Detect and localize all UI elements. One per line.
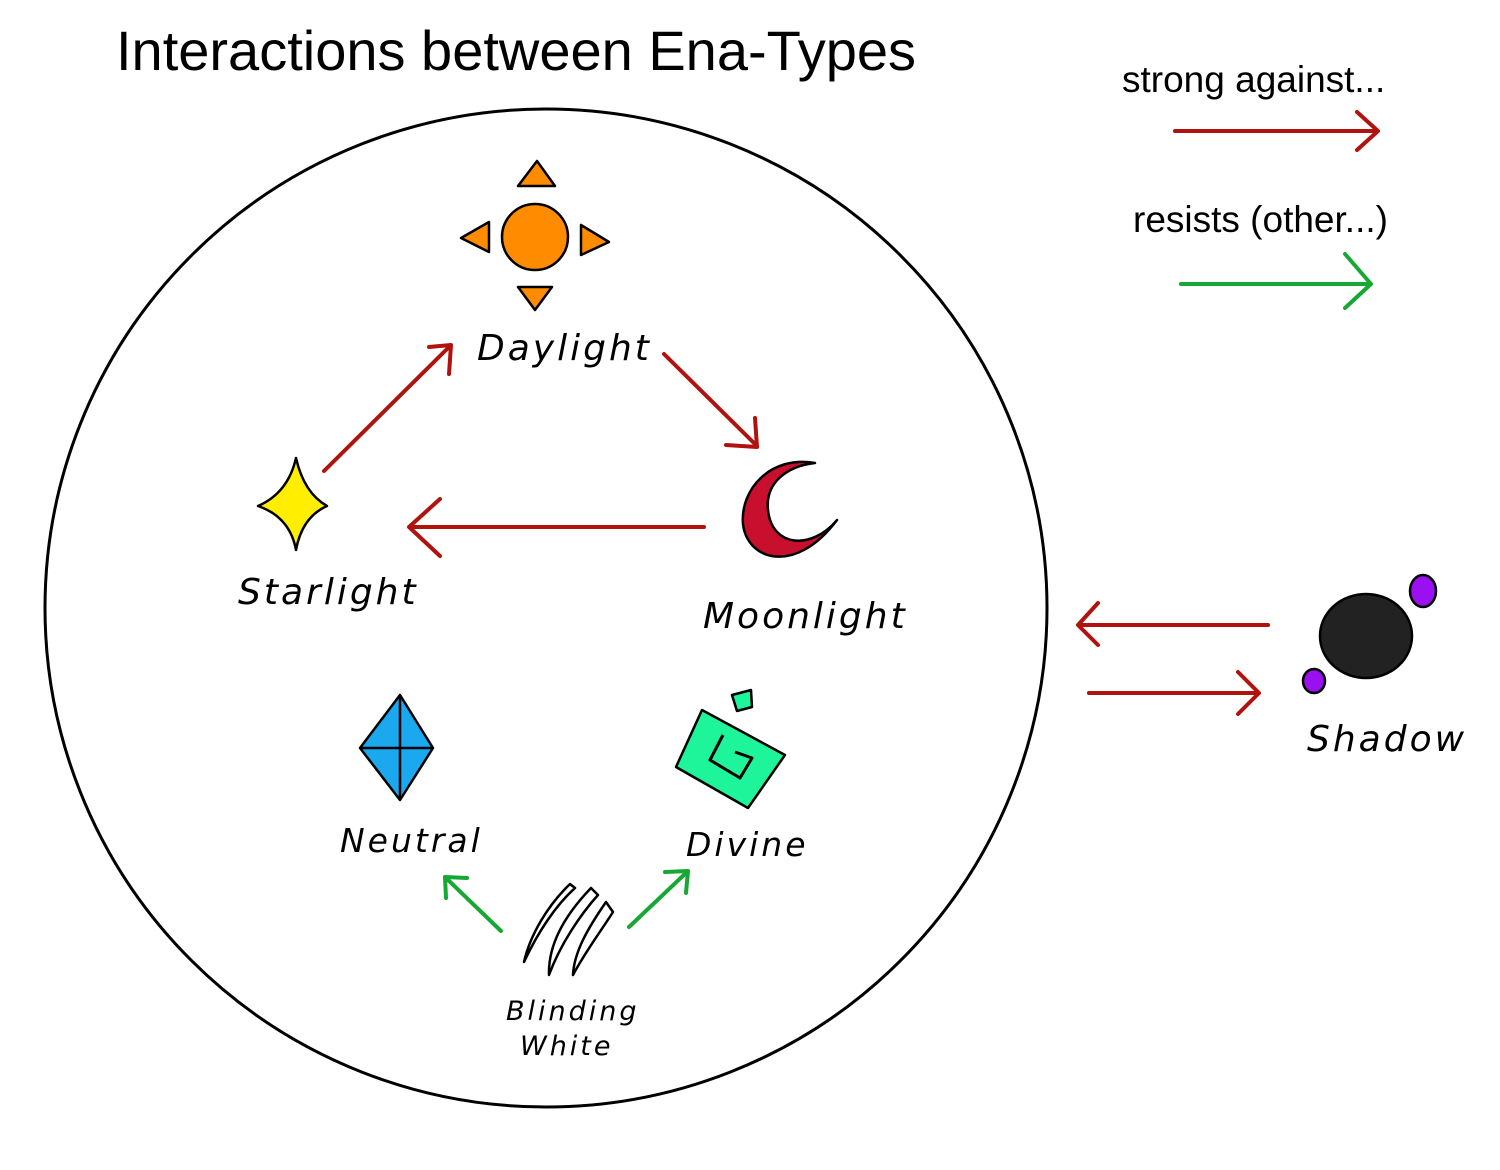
shadow-label: Shadow: [1307, 719, 1467, 760]
shadow-node: Shadow: [1301, 573, 1467, 760]
legend-resists-label: resists (other...): [1133, 199, 1388, 240]
resists-arrows: [443, 869, 690, 933]
legend-resists-arrow: [1179, 252, 1373, 310]
neutral-node: Neutral: [340, 693, 483, 860]
moonlight-node: Moonlight: [703, 460, 908, 637]
neutral-label: Neutral: [340, 821, 483, 860]
sun-icon: [459, 159, 611, 312]
arrow-starlight-to-daylight: [322, 343, 453, 473]
divine-node: Divine: [674, 688, 809, 864]
divine-label: Divine: [686, 825, 809, 864]
arrow-shadow-to-circle: [1076, 601, 1270, 647]
blinding-white-label-line1: Blinding: [506, 996, 640, 1027]
legend-strong-label: strong against...: [1122, 59, 1385, 100]
arrow-circle-to-shadow: [1087, 670, 1261, 716]
legend-strong-arrow: [1173, 110, 1380, 152]
legend: strong against... resists (other...): [1122, 59, 1388, 310]
moonlight-label: Moonlight: [703, 596, 908, 637]
spiral-glyph-icon: [674, 688, 787, 810]
arrow-daylight-to-moonlight: [662, 352, 759, 449]
blinding-white-node: Blinding White: [506, 882, 640, 1062]
page-title: Interactions between Ena-Types: [116, 19, 916, 82]
crescent-moon-icon: [741, 460, 839, 558]
star-icon: [256, 456, 329, 552]
arrow-moonlight-to-starlight: [407, 497, 706, 558]
blinding-white-label-line2: White: [520, 1031, 614, 1062]
strong-arrows: [322, 343, 1270, 716]
daylight-label: Daylight: [477, 328, 652, 369]
starlight-node: Starlight: [238, 456, 419, 613]
type-circle: [43, 107, 1049, 1109]
claw-marks-icon: [522, 882, 615, 977]
daylight-node: Daylight: [459, 159, 652, 369]
arrow-blinding-white-to-neutral: [443, 875, 503, 933]
starlight-label: Starlight: [238, 572, 419, 613]
arrow-blinding-white-to-divine: [627, 869, 690, 929]
diamond-icon: [358, 693, 435, 802]
dark-orb-icon: [1301, 573, 1438, 695]
